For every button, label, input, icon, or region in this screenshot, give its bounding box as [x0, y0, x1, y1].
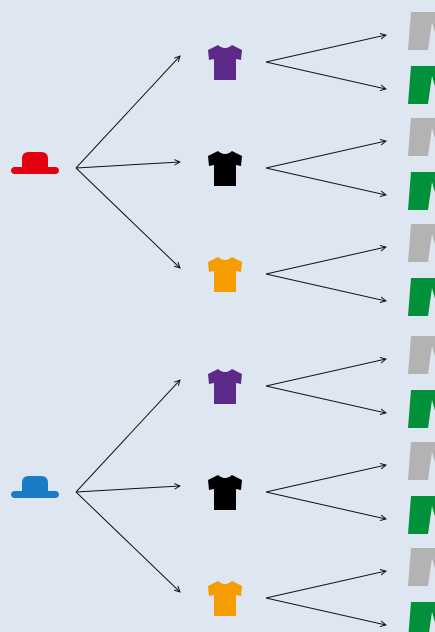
green-pants-icon: [408, 602, 435, 632]
hat-to-shirt-arrow-red-orange: [75, 167, 180, 268]
shirt-to-pants-arrow-black-green: [265, 491, 386, 519]
shirt-to-pants-arrow-black-gray: [265, 141, 386, 169]
purple-t-shirt-icon: [208, 369, 242, 404]
tree-nodes: [11, 12, 435, 632]
purple-t-shirt-icon: [208, 45, 242, 80]
gray-pants-icon: [408, 442, 435, 480]
gray-pants-icon: [408, 224, 435, 262]
blue-bowler-hat-icon: [11, 476, 59, 498]
hat-to-shirt-arrow-red-black: [75, 162, 180, 169]
hat-to-shirt-arrow-blue-black: [75, 486, 180, 493]
shirt-to-pants-arrow-orange-gray: [265, 247, 386, 275]
shirt-to-pants-arrow-purple-green: [265, 61, 386, 89]
shirt-to-pants-arrow-black-gray: [265, 465, 386, 493]
shirt-to-pants-arrow-purple-gray: [265, 359, 386, 387]
green-pants-icon: [408, 172, 435, 210]
orange-t-shirt-icon: [208, 257, 242, 292]
shirt-to-pants-arrow-black-green: [265, 167, 386, 195]
gray-pants-icon: [408, 118, 435, 156]
shirt-to-pants-arrow-purple-gray: [265, 35, 386, 63]
black-t-shirt-icon: [208, 475, 242, 510]
shirt-to-pants-arrow-orange-green: [265, 273, 386, 301]
green-pants-icon: [408, 278, 435, 316]
shirt-to-pants-arrow-orange-green: [265, 597, 386, 625]
green-pants-icon: [408, 390, 435, 428]
red-bowler-hat-icon: [11, 152, 59, 174]
hat-to-shirt-arrow-blue-purple: [75, 380, 180, 493]
hat-to-shirt-arrow-blue-orange: [75, 491, 180, 592]
shirt-to-pants-arrow-orange-gray: [265, 571, 386, 599]
black-t-shirt-icon: [208, 151, 242, 186]
tree-edges: [75, 35, 386, 625]
shirt-to-pants-arrow-purple-green: [265, 385, 386, 413]
hat-to-shirt-arrow-red-purple: [75, 56, 180, 169]
gray-pants-icon: [408, 548, 435, 586]
green-pants-icon: [408, 496, 435, 534]
orange-t-shirt-icon: [208, 581, 242, 616]
green-pants-icon: [408, 66, 435, 104]
gray-pants-icon: [408, 12, 435, 50]
gray-pants-icon: [408, 336, 435, 374]
